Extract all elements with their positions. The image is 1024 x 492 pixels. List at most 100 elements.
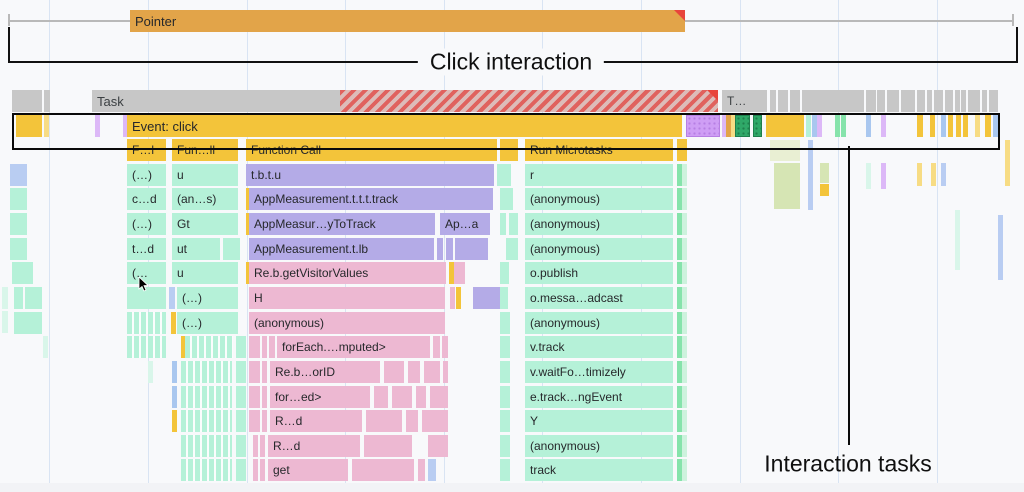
flame-bar[interactable]: v.track (525, 336, 673, 358)
flame-bar[interactable]: (anonymous) (525, 312, 673, 334)
flame-bar[interactable] (262, 361, 267, 383)
task-segment[interactable] (12, 90, 42, 112)
flame-bar[interactable] (450, 287, 455, 309)
flame-bar[interactable] (236, 386, 246, 408)
flame-bar[interactable] (254, 336, 260, 358)
confetti-bar[interactable] (866, 163, 871, 189)
flame-bar[interactable] (10, 238, 27, 260)
flame-bar[interactable] (246, 262, 251, 284)
flame-bar[interactable]: (…) (127, 164, 166, 186)
flame-bar[interactable] (677, 188, 682, 210)
event-segment[interactable] (917, 115, 923, 137)
event-segment[interactable] (817, 115, 822, 137)
task-segment[interactable] (871, 90, 876, 112)
task-segment[interactable] (917, 90, 925, 112)
flame-bar[interactable] (10, 164, 27, 186)
confetti-bar[interactable] (998, 215, 1003, 280)
flame-bar[interactable]: t.b.t.u (246, 164, 494, 186)
flame-bar[interactable]: (…) (127, 213, 166, 235)
flame-bar[interactable]: Fun…ll (172, 139, 238, 161)
confetti-bar[interactable] (941, 163, 946, 186)
flame-bar[interactable] (185, 336, 233, 358)
flame-bar[interactable] (172, 386, 177, 408)
flame-bar[interactable] (14, 287, 23, 309)
flame-bar[interactable]: c…d (127, 188, 166, 210)
flame-bar[interactable]: o.messa…adcast (525, 287, 673, 309)
flame-bar[interactable] (456, 287, 461, 309)
flame-bar[interactable] (682, 188, 687, 210)
flame-bar[interactable] (246, 213, 251, 235)
flame-bar[interactable] (677, 459, 682, 481)
flame-bar[interactable] (253, 459, 258, 481)
flame-bar[interactable]: (…) (177, 287, 238, 309)
task-segment[interactable] (961, 90, 966, 112)
flame-bar[interactable] (500, 312, 510, 334)
flame-bar[interactable] (249, 386, 254, 408)
flame-bar[interactable] (260, 435, 265, 457)
event-segment[interactable] (941, 115, 946, 137)
flame-bar[interactable]: ut (172, 238, 220, 260)
flame-bar[interactable] (497, 164, 511, 186)
flame-bar[interactable] (500, 262, 509, 284)
flame-bar[interactable] (172, 410, 177, 432)
flame-bar[interactable] (682, 238, 687, 260)
confetti-bar[interactable] (820, 163, 829, 183)
flame-bar[interactable] (236, 410, 246, 432)
flame-bar[interactable] (682, 139, 687, 161)
event-segment[interactable] (948, 115, 953, 137)
flame-bar[interactable] (25, 287, 42, 309)
flame-bar[interactable] (352, 459, 414, 481)
flame-bar[interactable] (677, 262, 682, 284)
flame-bar[interactable] (127, 287, 166, 309)
flame-bar[interactable] (10, 188, 27, 210)
confetti-bar[interactable] (881, 163, 886, 189)
flame-bar[interactable]: for…ed> (270, 386, 370, 408)
flame-bar[interactable]: AppMeasur…yToTrack (249, 213, 435, 235)
flame-bar[interactable]: (an…s) (172, 188, 238, 210)
event-segment[interactable] (722, 115, 727, 137)
event-segment[interactable] (963, 115, 968, 137)
flame-bar[interactable] (254, 361, 260, 383)
flame-bar[interactable] (406, 410, 418, 432)
flame-bar[interactable] (682, 164, 687, 186)
flame-bar[interactable] (12, 262, 33, 284)
flame-bar[interactable] (253, 435, 258, 457)
flame-bar[interactable] (682, 386, 687, 408)
event-segment[interactable] (835, 115, 840, 137)
flame-bar[interactable] (374, 386, 388, 408)
flame-bar[interactable] (682, 287, 687, 309)
flame-bar[interactable] (446, 238, 453, 260)
flame-bar[interactable] (454, 262, 465, 284)
event-segment[interactable] (686, 115, 720, 137)
flame-bar[interactable] (677, 213, 682, 235)
task-segment[interactable] (44, 90, 50, 112)
flame-bar[interactable] (500, 188, 513, 210)
flame-bar[interactable] (236, 459, 246, 481)
task-segment[interactable] (790, 90, 800, 112)
flame-bar[interactable] (682, 459, 687, 481)
flame-bar[interactable] (172, 361, 177, 383)
flame-bar[interactable] (262, 410, 267, 432)
flame-bar[interactable] (506, 238, 518, 260)
event-segment[interactable] (123, 115, 128, 137)
event-segment[interactable] (812, 115, 817, 137)
flame-bar[interactable] (236, 361, 246, 383)
flame-bar[interactable] (169, 287, 175, 309)
flame-bar[interactable]: (anonymous) (525, 238, 673, 260)
flame-bar[interactable] (677, 312, 682, 334)
flame-bar[interactable]: H (249, 287, 445, 309)
flame-bar[interactable] (262, 336, 267, 358)
flame-bar[interactable] (366, 410, 402, 432)
flame-bar[interactable] (677, 386, 682, 408)
task-segment[interactable] (892, 90, 899, 112)
flame-bar[interactable] (677, 139, 682, 161)
flame-bar[interactable] (392, 386, 412, 408)
flame-bar[interactable] (428, 435, 448, 457)
flame-bar[interactable]: (anonymous) (525, 435, 673, 457)
flame-bar[interactable] (181, 386, 232, 408)
flame-bar[interactable]: F…l (127, 139, 166, 161)
confetti-bar[interactable] (2, 287, 8, 309)
task-segment[interactable]: Task (92, 90, 718, 112)
task-segment[interactable] (989, 90, 998, 112)
flame-bar[interactable] (254, 386, 260, 408)
